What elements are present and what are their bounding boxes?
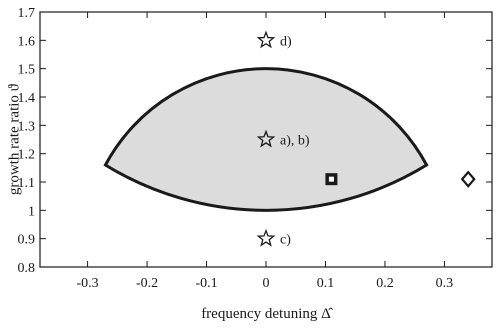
point-annotation: a), b) (280, 134, 310, 149)
point-annotation: d) (280, 34, 292, 49)
x-tick-label: 0.1 (317, 276, 335, 291)
y-tick-label: 1 (28, 204, 35, 219)
star-marker (256, 30, 276, 49)
y-tick-label: 1.3 (18, 119, 36, 134)
diamond-marker (460, 170, 476, 188)
square-marker-center (328, 176, 334, 182)
plot-frame (39, 11, 493, 268)
star-marker (256, 228, 276, 247)
x-tick-label: 0 (263, 276, 270, 291)
x-tick-label: 0.3 (436, 276, 454, 291)
x-tick-label: 0.2 (376, 276, 394, 291)
point-annotation: c) (280, 233, 291, 248)
y-tick-label: 1.2 (18, 148, 36, 163)
star-marker (256, 129, 276, 148)
x-tick-label: -0.2 (136, 276, 158, 291)
data-markers: d) a), b) c) (256, 30, 476, 248)
axis-ticks: -0.3 -0.2 -0.1 0 0.1 0.2 0.3 0.8 0.9 1 1.1 1.2 1.3 1.… (18, 6, 492, 291)
y-tick-label: 1.1 (18, 176, 36, 191)
x-tick-label: -0.3 (76, 276, 98, 291)
y-tick-label: 0.9 (18, 233, 36, 248)
y-tick-label: 1.6 (18, 34, 36, 49)
x-tick-label: -0.1 (195, 276, 217, 291)
y-tick-label: 0.8 (18, 261, 36, 276)
y-tick-label: 1.4 (18, 91, 36, 106)
x-axis-label: frequency detuning Δ̂ (201, 306, 334, 322)
y-axis-label: growth rate ratio ϑ (6, 83, 22, 195)
stability-region (103, 67, 429, 212)
y-tick-label: 1.5 (18, 63, 36, 78)
y-tick-label: 1.7 (18, 6, 36, 21)
